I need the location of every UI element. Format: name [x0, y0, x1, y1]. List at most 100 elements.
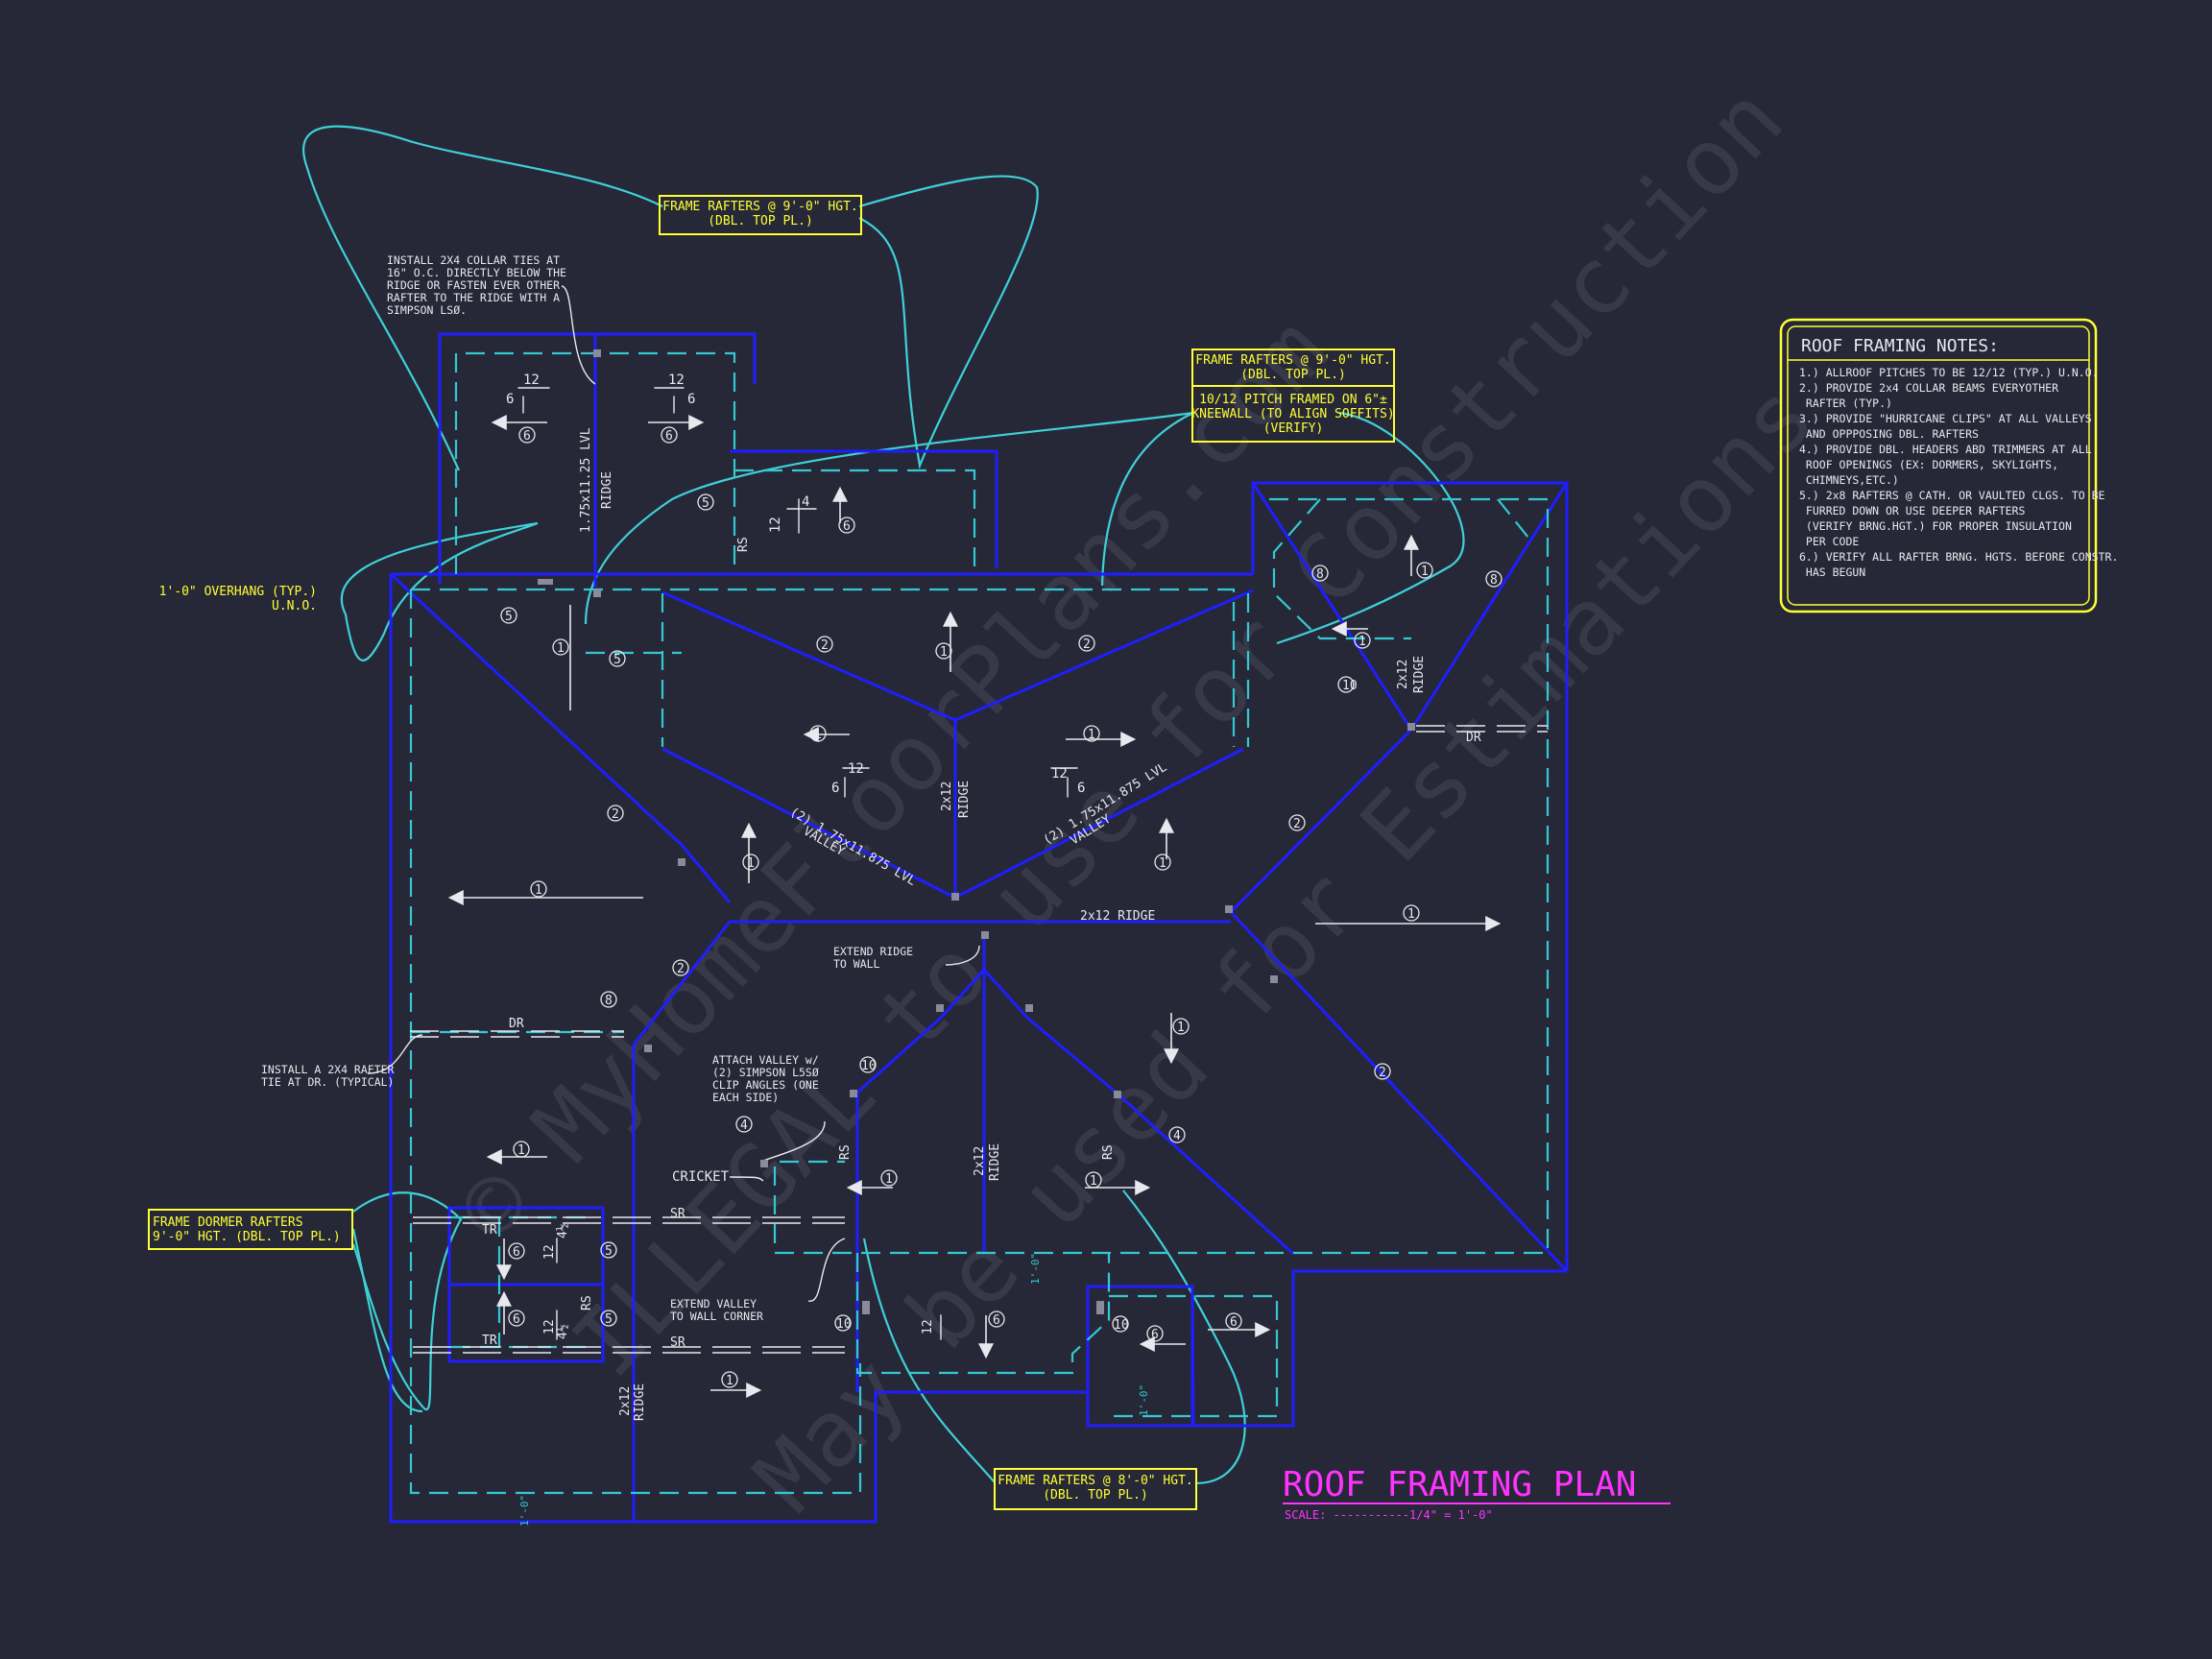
tag: 5: [697, 493, 714, 511]
tag: 1: [552, 638, 569, 656]
notes-lines-line: CHIMNEYS,ETC.): [1799, 473, 1899, 487]
tag: 1: [513, 1141, 530, 1158]
svg-text:1: 1: [1090, 1174, 1097, 1189]
svg-text:12: 12: [523, 373, 540, 388]
notes-lines-line: 6.) VERIFY ALL RAFTER BRNG. HGTS. BEFORE…: [1799, 550, 2118, 564]
callout-frame-rafters-right: FRAME RAFTERS @ 9'-0" HGT.(DBL. TOP PL.): [1191, 349, 1395, 387]
drawing-title: ROOF FRAMING PLAN: [1283, 1465, 1636, 1504]
svg-text:2: 2: [1379, 1066, 1386, 1080]
tag: 6: [508, 1310, 525, 1327]
svg-text:6: 6: [831, 781, 839, 796]
ridge-label-right: RIDGE: [1412, 656, 1427, 693]
size-label-lower-center: 2x12: [973, 1146, 987, 1176]
svg-text:6: 6: [993, 1313, 1000, 1328]
svg-text:8: 8: [1490, 573, 1498, 588]
callout-frame-rafters-bottom: FRAME RAFTERS @ 8'-0" HGT.(DBL. TOP PL.): [994, 1468, 1197, 1510]
pitch-lower: 12: [921, 1314, 942, 1340]
roof-framing-notes-box: ROOF FRAMING NOTES: 1.) ALLROOF PITCHES …: [1779, 318, 2118, 613]
tag: 4: [1168, 1126, 1186, 1143]
svg-text:4½: 4½: [556, 1324, 570, 1339]
svg-text:4: 4: [802, 494, 809, 510]
svg-text:6: 6: [665, 429, 673, 444]
svg-text:2: 2: [1083, 637, 1091, 652]
tag: 8: [1311, 565, 1329, 582]
tag: 2: [1374, 1063, 1391, 1080]
sr-label-lower: SR: [670, 1335, 685, 1350]
lvl-ridge-label: 1.75x11.25 LVL: [579, 427, 593, 533]
svg-text:5: 5: [605, 1312, 613, 1327]
note-attach-line: CLIP ANGLES (ONE: [712, 1078, 819, 1092]
svg-text:6: 6: [843, 519, 851, 534]
svg-text:6: 6: [1077, 781, 1085, 796]
notes-lines-line: 2.) PROVIDE 2x4 COLLAR BEAMS EVERYOTHER: [1799, 381, 2058, 395]
svg-text:5: 5: [702, 496, 709, 511]
svg-text:6: 6: [687, 392, 695, 407]
svg-text:12: 12: [921, 1319, 935, 1334]
notes-title: ROOF FRAMING NOTES:: [1801, 336, 1999, 356]
pitch-6-12-b: 612: [654, 373, 695, 414]
tag: 5: [600, 1310, 617, 1327]
tr-label-upper: TR: [482, 1223, 497, 1238]
svg-text:1: 1: [747, 856, 755, 871]
ridge-double-lines: [410, 605, 1548, 1354]
tag: 10: [834, 1314, 852, 1332]
svg-text:6: 6: [1151, 1328, 1159, 1342]
tag: 6: [838, 517, 855, 534]
pitch-4-12: 4 12: [768, 494, 817, 534]
tag: 1: [1403, 904, 1420, 922]
svg-text:1: 1: [1159, 856, 1166, 871]
svg-text:1: 1: [814, 728, 822, 742]
tag: 10: [859, 1056, 877, 1073]
rs-label-left: RS: [838, 1144, 853, 1160]
overhang-dim-1: 1'-0": [518, 1495, 531, 1527]
svg-text:1: 1: [517, 1143, 525, 1158]
note-collar-line: SIMPSON LSØ.: [387, 303, 467, 317]
svg-text:2: 2: [677, 962, 685, 976]
pitch-dormer-a: 12 4½: [542, 1223, 570, 1263]
svg-text:1: 1: [885, 1172, 893, 1187]
notes-lines-line: FURRED DOWN OR USE DEEPER RAFTERS: [1799, 504, 2025, 517]
note-attach-line: EACH SIDE): [712, 1091, 779, 1104]
svg-text:2: 2: [1293, 817, 1301, 831]
notes-lines-line: 1.) ALLROOF PITCHES TO BE 12/12 (TYP.) U…: [1799, 366, 2099, 379]
pitch-6-12-d: 612: [1050, 766, 1085, 798]
tag: 5: [600, 1241, 617, 1259]
co-overhang-line: U.N.O.: [272, 599, 317, 613]
svg-text:6: 6: [513, 1245, 520, 1260]
pitch-dormer-b: 12 4½: [542, 1310, 570, 1340]
tag: 2: [1288, 814, 1306, 831]
notes-lines: 1.) ALLROOF PITCHES TO BE 12/12 (TYP.) U…: [1799, 366, 2118, 579]
tag: 8: [1485, 570, 1503, 588]
tag: 1: [880, 1169, 898, 1187]
tag: 8: [600, 991, 617, 1008]
drawing-scale: SCALE: -----------1/4" = 1'-0": [1285, 1508, 1493, 1522]
co-right-line: FRAME RAFTERS @ 9'-0" HGT.: [1195, 353, 1391, 368]
svg-text:8: 8: [605, 994, 613, 1008]
svg-text:1: 1: [1421, 565, 1429, 579]
note-attach-line: ATTACH VALLEY w/: [712, 1053, 819, 1067]
leader-lines: [367, 285, 980, 1302]
svg-text:10: 10: [1342, 679, 1358, 693]
tag: 1: [742, 854, 759, 871]
dr-label-left: DR: [509, 1017, 524, 1031]
rs-label-upper: RS: [736, 537, 751, 552]
sr-label-upper: SR: [670, 1207, 685, 1221]
tag: 5: [609, 650, 626, 667]
svg-text:4½: 4½: [556, 1223, 570, 1238]
ridge-label-upper: RIDGE: [600, 471, 614, 509]
tag: 2: [672, 959, 689, 976]
watermark: © MyHomeFloorPlans.com ILLEGAL to use fo…: [437, 66, 1835, 1532]
tag: 1: [1154, 854, 1171, 871]
watermark-line-2: ILLEGAL to use for Construction: [552, 66, 1804, 1398]
rs-label-right: RS: [1101, 1144, 1116, 1160]
svg-text:10: 10: [861, 1059, 877, 1073]
svg-text:12: 12: [848, 761, 864, 777]
co-top-line: (DBL. TOP PL.): [708, 214, 813, 228]
co-knee-line: 10/12 PITCH FRAMED ON 6"±: [1199, 393, 1387, 407]
